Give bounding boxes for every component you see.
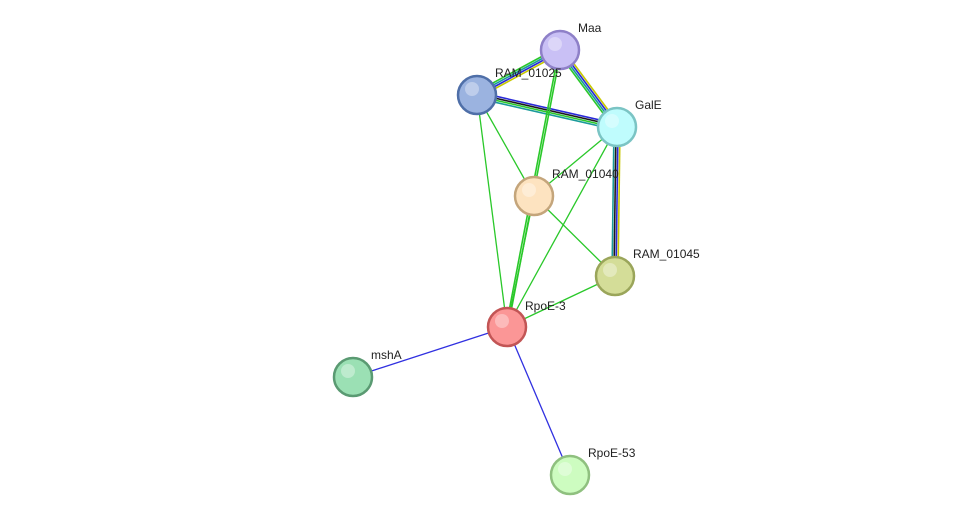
node-highlight-maa: [548, 37, 562, 51]
node-label-gale: GalE: [635, 98, 662, 112]
node-highlight-gale: [605, 114, 619, 128]
node-msha[interactable]: [332, 356, 374, 398]
edge-gale-rpoe-3: [506, 126, 618, 328]
node-highlight-rpoe-3: [495, 314, 509, 328]
edge-ram-01025-rpoe-3: [476, 94, 508, 328]
node-label-ram-01045: RAM_01045: [633, 247, 700, 261]
node-highlight-rpoe-53: [558, 462, 572, 476]
node-maa[interactable]: [539, 29, 581, 71]
node-ram-01025[interactable]: [456, 74, 498, 116]
edge-gale-ram-01045-strand-2: [613, 126, 617, 276]
node-highlight-ram-01040: [522, 183, 536, 197]
node-highlight-ram-01045: [603, 263, 617, 277]
node-label-ram-01025: RAM_01025: [495, 66, 562, 80]
node-rpoe-53[interactable]: [549, 454, 591, 496]
node-ram-01045[interactable]: [594, 255, 636, 297]
node-label-msha: mshA: [371, 348, 402, 362]
node-highlight-msha: [341, 364, 355, 378]
edge-gale-ram-01045-strand-0: [617, 127, 621, 277]
edge-rpoe-3-msha: [352, 326, 508, 378]
edge-gale-ram-01045-strand-3: [611, 126, 615, 276]
edge-ram-01040-rpoe-3: [506, 195, 535, 328]
edge-rpoe-3-rpoe-53: [506, 326, 571, 476]
node-label-maa: Maa: [578, 21, 602, 35]
node-ram-01040[interactable]: [513, 175, 555, 217]
node-gale[interactable]: [596, 106, 638, 148]
node-label-rpoe-53: RpoE-53: [588, 446, 636, 460]
node-rpoe-3[interactable]: [486, 306, 528, 348]
node-layer: [332, 29, 638, 496]
node-label-rpoe-3: RpoE-3: [525, 299, 566, 313]
node-label-ram-01040: RAM_01040: [552, 167, 619, 181]
node-highlight-ram-01025: [465, 82, 479, 96]
edge-gale-ram-01045-strand-1: [615, 127, 619, 277]
